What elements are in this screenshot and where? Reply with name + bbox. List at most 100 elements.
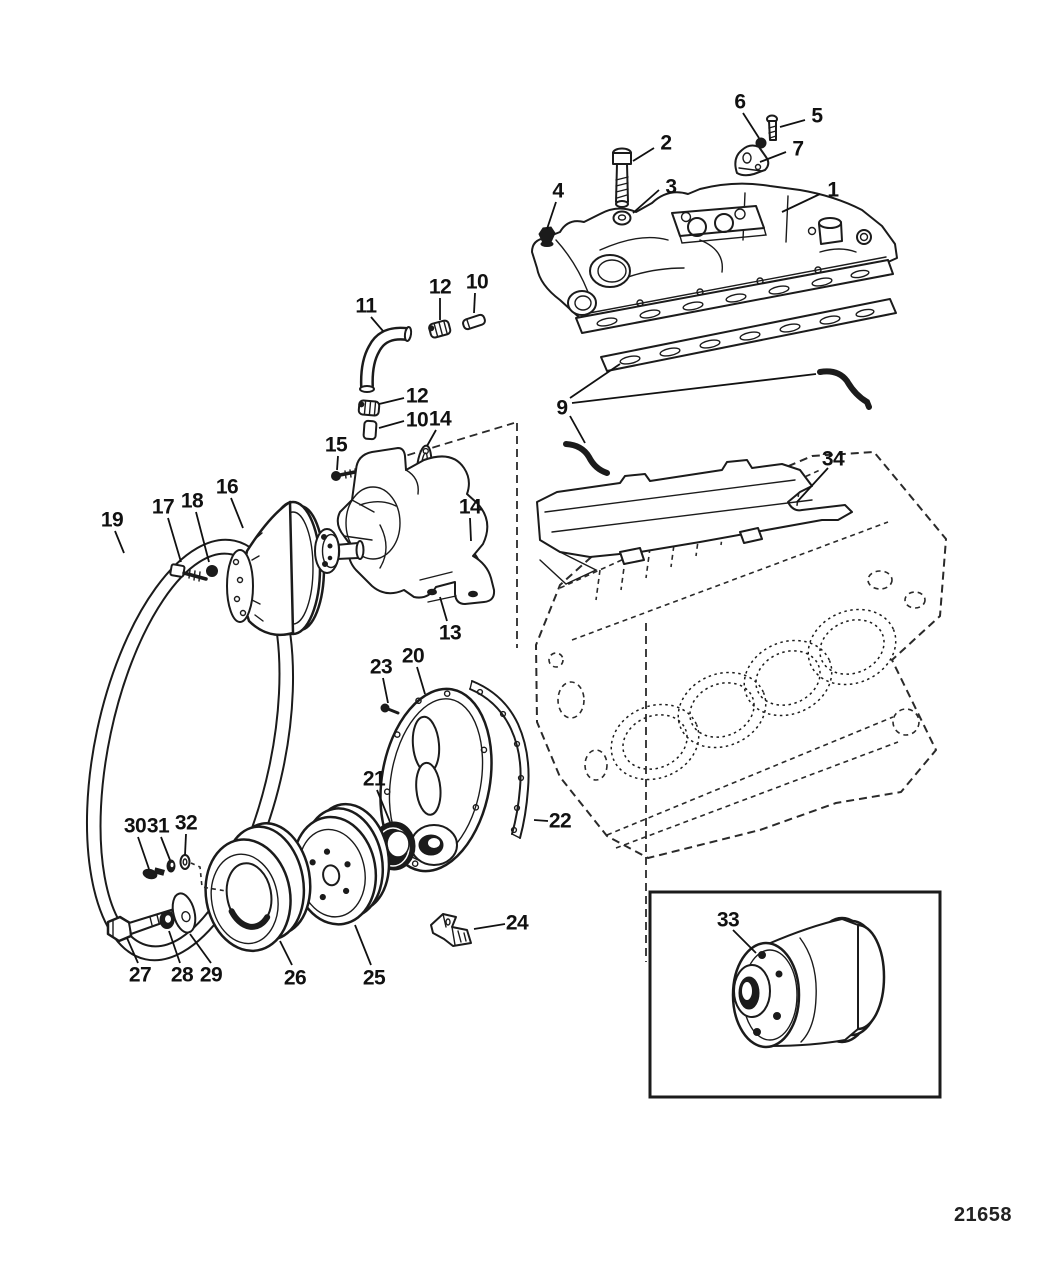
leader-line-20: [416, 666, 426, 695]
callout-25: 25: [363, 967, 386, 990]
bolt-30: [142, 867, 165, 880]
leader-line-1: [781, 193, 821, 213]
lifting-bracket-7: [734, 144, 770, 177]
thermostat-neck: [807, 217, 843, 245]
leader-line-9: [569, 415, 586, 444]
leader-line-10: [378, 420, 405, 429]
callout-4: 4: [552, 180, 564, 203]
bolt-17: [169, 563, 208, 582]
callout-19: 19: [101, 509, 123, 532]
callout-23: 23: [370, 656, 392, 679]
callout-leader-lines: [114, 112, 829, 966]
leader-line-4: [546, 201, 557, 230]
callout-17: 17: [152, 496, 174, 519]
callout-14: 14: [459, 496, 482, 519]
pulley-26-drawing: [204, 822, 312, 953]
washer-31: [166, 859, 176, 873]
manifold-gasket-strips: [575, 259, 897, 372]
v-belt-drawing: [85, 538, 295, 962]
leader-line-12: [378, 397, 405, 405]
callout-31: 31: [147, 815, 170, 838]
leader-line-28: [168, 930, 181, 964]
callout-32: 32: [175, 812, 197, 835]
callout-12: 12: [406, 385, 428, 408]
washer-29: [171, 892, 197, 934]
leader-line-3: [632, 189, 660, 214]
leader-line-27: [126, 937, 139, 964]
water-fitting-10b: [362, 419, 378, 441]
leader-line-14: [426, 429, 437, 447]
leader-line-7: [759, 151, 787, 163]
water-fitting-10a: [462, 313, 486, 331]
callout-9: 9: [556, 397, 567, 420]
washer-3: [612, 210, 632, 226]
callout-10: 10: [466, 271, 488, 294]
callout-33: 33: [717, 909, 739, 932]
nut-6: [755, 137, 767, 149]
callout-22: 22: [549, 810, 571, 833]
callout-1: 1: [827, 179, 839, 202]
leader-line-25: [354, 924, 372, 966]
callout-18: 18: [181, 490, 204, 513]
pump-shaft-hub: [314, 528, 365, 574]
phantom-lines: [394, 422, 647, 962]
leader-line-11: [370, 316, 384, 332]
callout-30: 30: [124, 815, 146, 838]
cylinder-bores: [610, 608, 897, 781]
heat-shield-drawing: [536, 459, 853, 585]
bolt-5: [766, 114, 778, 141]
leader-line-17: [167, 517, 182, 563]
callout-6: 6: [734, 91, 745, 114]
callout-3: 3: [665, 176, 676, 199]
hose-clamp-12b: [357, 399, 381, 417]
leader-line-15: [336, 455, 339, 471]
manifold-bolt-2: [612, 147, 632, 208]
callout-7: 7: [792, 138, 803, 161]
pulley-25-drawing: [291, 802, 391, 926]
callout-14: 14: [429, 408, 452, 431]
callout-21: 21: [363, 768, 386, 791]
leader-line-22: [533, 819, 549, 822]
leader-line-30: [137, 836, 150, 870]
leader-line-33: [732, 929, 757, 954]
leader-line-10: [473, 292, 476, 314]
leader-line-18: [195, 511, 210, 563]
carburetor-pad: [671, 205, 767, 244]
leader-line-13: [439, 596, 448, 622]
leader-line-32: [184, 833, 187, 856]
leader-line-19: [114, 530, 125, 554]
leader-line-24: [473, 923, 506, 930]
leader-line-9: [569, 363, 621, 399]
callout-5: 5: [811, 105, 823, 128]
water-pump-drawing: [314, 447, 496, 605]
leader-line-6: [742, 112, 760, 139]
callout-13: 13: [439, 622, 461, 645]
callout-26: 26: [284, 967, 306, 990]
bypass-hose-drawing: [359, 326, 413, 393]
callout-15: 15: [325, 434, 348, 457]
timing-cover-gasket-drawing: [469, 680, 530, 839]
washer-stack-phantom-link: [190, 862, 227, 892]
leader-line-31: [160, 836, 171, 861]
leader-line-9: [571, 373, 817, 404]
leader-line-23: [382, 677, 389, 704]
leader-line-2: [632, 147, 655, 162]
bracket-24: [430, 913, 472, 947]
leader-line-21: [376, 789, 391, 823]
washer-32: [179, 854, 191, 870]
drawing-number: 21658: [954, 1204, 1012, 1226]
timing-cover-drawing: [379, 687, 493, 873]
callout-12: 12: [429, 276, 451, 299]
leader-line-26: [279, 940, 293, 966]
callout-20: 20: [402, 645, 424, 668]
leader-line-34: [796, 467, 829, 503]
leader-line-29: [189, 933, 212, 964]
nut-18: [206, 565, 218, 577]
callout-10: 10: [406, 409, 428, 432]
leader-line-14: [469, 517, 472, 542]
callout-29: 29: [200, 964, 222, 987]
callout-2: 2: [660, 132, 671, 155]
leader-line-5: [779, 119, 806, 128]
